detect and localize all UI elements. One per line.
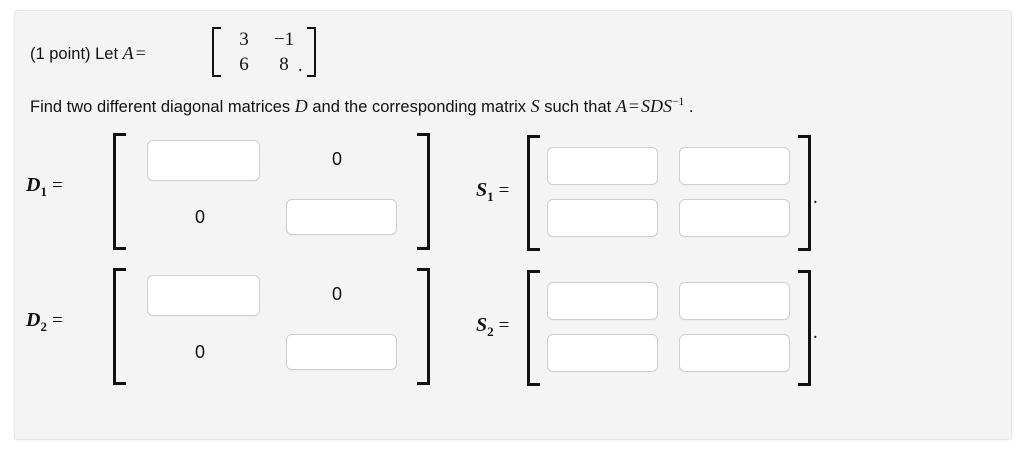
equation-rhs-base: SDS xyxy=(640,96,672,116)
input-d1-r2c2[interactable] xyxy=(286,199,397,235)
instruction-part-1: Find two different diagonal matrices xyxy=(30,98,291,116)
matrix-d2-label-equals: = xyxy=(51,310,63,331)
input-s2-r2c1[interactable] xyxy=(547,334,658,372)
matrix-s2-label: S2 = xyxy=(476,314,509,340)
input-d2-r2c2[interactable] xyxy=(286,334,397,370)
static-d1-r2c1-zero: 0 xyxy=(194,207,205,227)
symbol-d: D xyxy=(294,96,308,116)
matrix-s2-trailing-period: . xyxy=(813,322,818,343)
matrix-d1-label: D1 = xyxy=(26,174,63,200)
matrix-d2-left-bracket-icon xyxy=(113,268,126,385)
matrix-s2-label-sub: 2 xyxy=(487,324,494,339)
lead-text: Let xyxy=(95,45,119,63)
input-d2-r1c1[interactable] xyxy=(147,275,260,316)
left-bracket-icon xyxy=(212,27,221,77)
instruction-part-2: and the corresponding matrix xyxy=(312,98,527,116)
matrix-d1-label-sub: 1 xyxy=(40,184,47,199)
instruction-part-3: such that xyxy=(544,98,612,116)
input-d1-r1c1[interactable] xyxy=(147,140,260,181)
right-bracket-icon xyxy=(307,27,316,77)
matrix-a-cell-r2c1: 6 xyxy=(239,54,249,75)
matrix-d1-label-equals: = xyxy=(51,175,63,196)
static-d2-r1c2-zero: 0 xyxy=(331,284,342,304)
equals-sign: = xyxy=(135,43,146,63)
matrix-d2-label-base: D xyxy=(26,309,41,331)
equation-rhs: SDS−1 xyxy=(641,96,684,116)
matrix-s2-label-equals: = xyxy=(498,315,510,336)
matrix-s2-label-base: S xyxy=(476,314,488,336)
statement-line-1-text: (1 point) Let A= xyxy=(30,43,148,64)
matrix-a-cell-r1c2: −1 xyxy=(273,29,295,50)
matrix-s1-label-equals: = xyxy=(498,180,510,201)
matrix-a-symbol: A xyxy=(122,43,134,63)
input-s2-r1c1[interactable] xyxy=(547,282,658,320)
matrix-a-cell-r1c1: 3 xyxy=(239,29,249,50)
matrix-s1-label-base: S xyxy=(476,179,488,201)
instruction-period: . xyxy=(688,98,694,116)
matrix-s1-left-bracket-icon xyxy=(527,135,540,251)
static-d1-r1c2-zero: 0 xyxy=(331,149,342,169)
input-s2-r2c2[interactable] xyxy=(679,334,790,372)
statement-line-2: Find two different diagonal matrices D a… xyxy=(30,91,693,118)
input-s1-r1c2[interactable] xyxy=(679,147,790,185)
matrix-d2-label-sub: 2 xyxy=(40,319,47,334)
equation-rhs-exponent: −1 xyxy=(671,96,685,108)
points-label: (1 point) xyxy=(30,45,91,63)
statement-period: . xyxy=(298,55,303,75)
matrix-s1-label-sub: 1 xyxy=(487,189,494,204)
equation-equals: = xyxy=(628,96,639,116)
matrix-d1-label-base: D xyxy=(26,174,41,196)
matrix-s1-trailing-period: . xyxy=(813,187,818,208)
input-s1-r1c1[interactable] xyxy=(547,147,658,185)
input-s1-r2c1[interactable] xyxy=(547,199,658,237)
matrix-a-cell-r2c2: 8 xyxy=(279,54,289,75)
matrix-s1-label: S1 = xyxy=(476,179,509,205)
matrix-d2-label: D2 = xyxy=(26,309,63,335)
equation-lhs: A xyxy=(615,96,627,116)
input-s1-r2c2[interactable] xyxy=(679,199,790,237)
matrix-a-row: 3 −1 xyxy=(224,27,304,52)
matrix-s2-right-bracket-icon xyxy=(798,270,811,386)
matrix-d1-left-bracket-icon xyxy=(113,133,126,250)
matrix-s2-left-bracket-icon xyxy=(527,270,540,386)
matrix-s1-right-bracket-icon xyxy=(798,135,811,251)
input-s2-r1c2[interactable] xyxy=(679,282,790,320)
static-d2-r2c1-zero: 0 xyxy=(194,342,205,362)
symbol-s: S xyxy=(530,96,540,116)
matrix-d1-right-bracket-icon xyxy=(417,133,430,250)
matrix-d2-right-bracket-icon xyxy=(417,268,430,385)
